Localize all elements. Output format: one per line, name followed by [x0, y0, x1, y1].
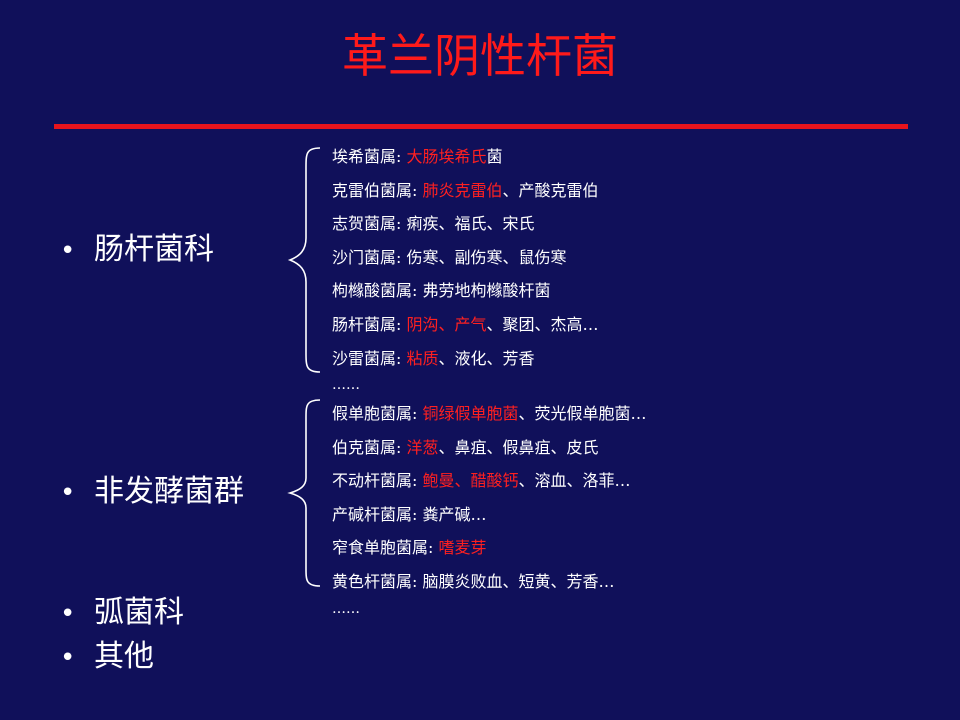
- list-item: 黄色杆菌属: 脑膜炎败血、短黄、芳香…: [332, 571, 615, 591]
- list-item: 沙门菌属: 伤寒、副伤寒、鼠伤寒: [332, 247, 567, 267]
- title-divider: [54, 124, 908, 129]
- list-item: 沙雷菌属: 粘质、液化、芳香: [332, 348, 535, 368]
- list-item: 志贺菌属: 痢疾、福氏、宋氏: [332, 214, 535, 234]
- bullet-dot: •: [60, 643, 76, 673]
- list-item: 产碱杆菌属: 粪产碱…: [332, 504, 487, 524]
- curly-brace-icon: [287, 399, 321, 587]
- list-item: 枸橼酸菌属: 弗劳地枸橼酸杆菌: [332, 281, 551, 301]
- bullet-text: 肠杆菌科: [94, 232, 214, 267]
- bullet-others: • 其他: [60, 637, 154, 678]
- list-ellipsis: ……: [332, 600, 360, 617]
- list-item: 不动杆菌属: 鲍曼、醋酸钙、溶血、洛菲…: [332, 471, 631, 491]
- list-item: 克雷伯菌属: 肺炎克雷伯、产酸克雷伯: [332, 180, 599, 200]
- bullet-enterobacteriaceae: • 肠杆菌科: [60, 230, 214, 271]
- list-item: 窄食单胞菌属: 嗜麦芽: [332, 538, 487, 558]
- bullet-vibrionaceae: • 弧菌科: [60, 593, 184, 634]
- list-item: 肠杆菌属: 阴沟、产气、聚团、杰高…: [332, 314, 599, 334]
- enterobacteriaceae-genus-list: 埃希菌属: 大肠埃希氏菌 克雷伯菌属: 肺炎克雷伯、产酸克雷伯 志贺菌属: 痢疾…: [332, 140, 599, 395]
- list-item: 埃希菌属: 大肠埃希氏菌: [332, 147, 503, 166]
- curly-brace-icon: [287, 147, 321, 373]
- bullet-dot: •: [60, 599, 76, 629]
- bullet-dot: •: [60, 478, 76, 508]
- bullet-text: 弧菌科: [94, 595, 184, 630]
- list-item: 假单胞菌属: 铜绿假单胞菌、荧光假单胞菌…: [332, 404, 647, 423]
- list-item: 伯克菌属: 洋葱、鼻疽、假鼻疽、皮氏: [332, 437, 599, 457]
- list-ellipsis: ……: [332, 377, 360, 394]
- bullet-dot: •: [60, 236, 76, 266]
- bullet-text: 非发酵菌群: [94, 474, 244, 509]
- nonfermenter-genus-list: 假单胞菌属: 铜绿假单胞菌、荧光假单胞菌… 伯克菌属: 洋葱、鼻疽、假鼻疽、皮氏…: [332, 397, 647, 619]
- bullet-nonfermenters: • 非发酵菌群: [60, 472, 244, 513]
- page-title: 革兰阴性杆菌: [342, 29, 618, 83]
- bullet-text: 其他: [94, 639, 154, 674]
